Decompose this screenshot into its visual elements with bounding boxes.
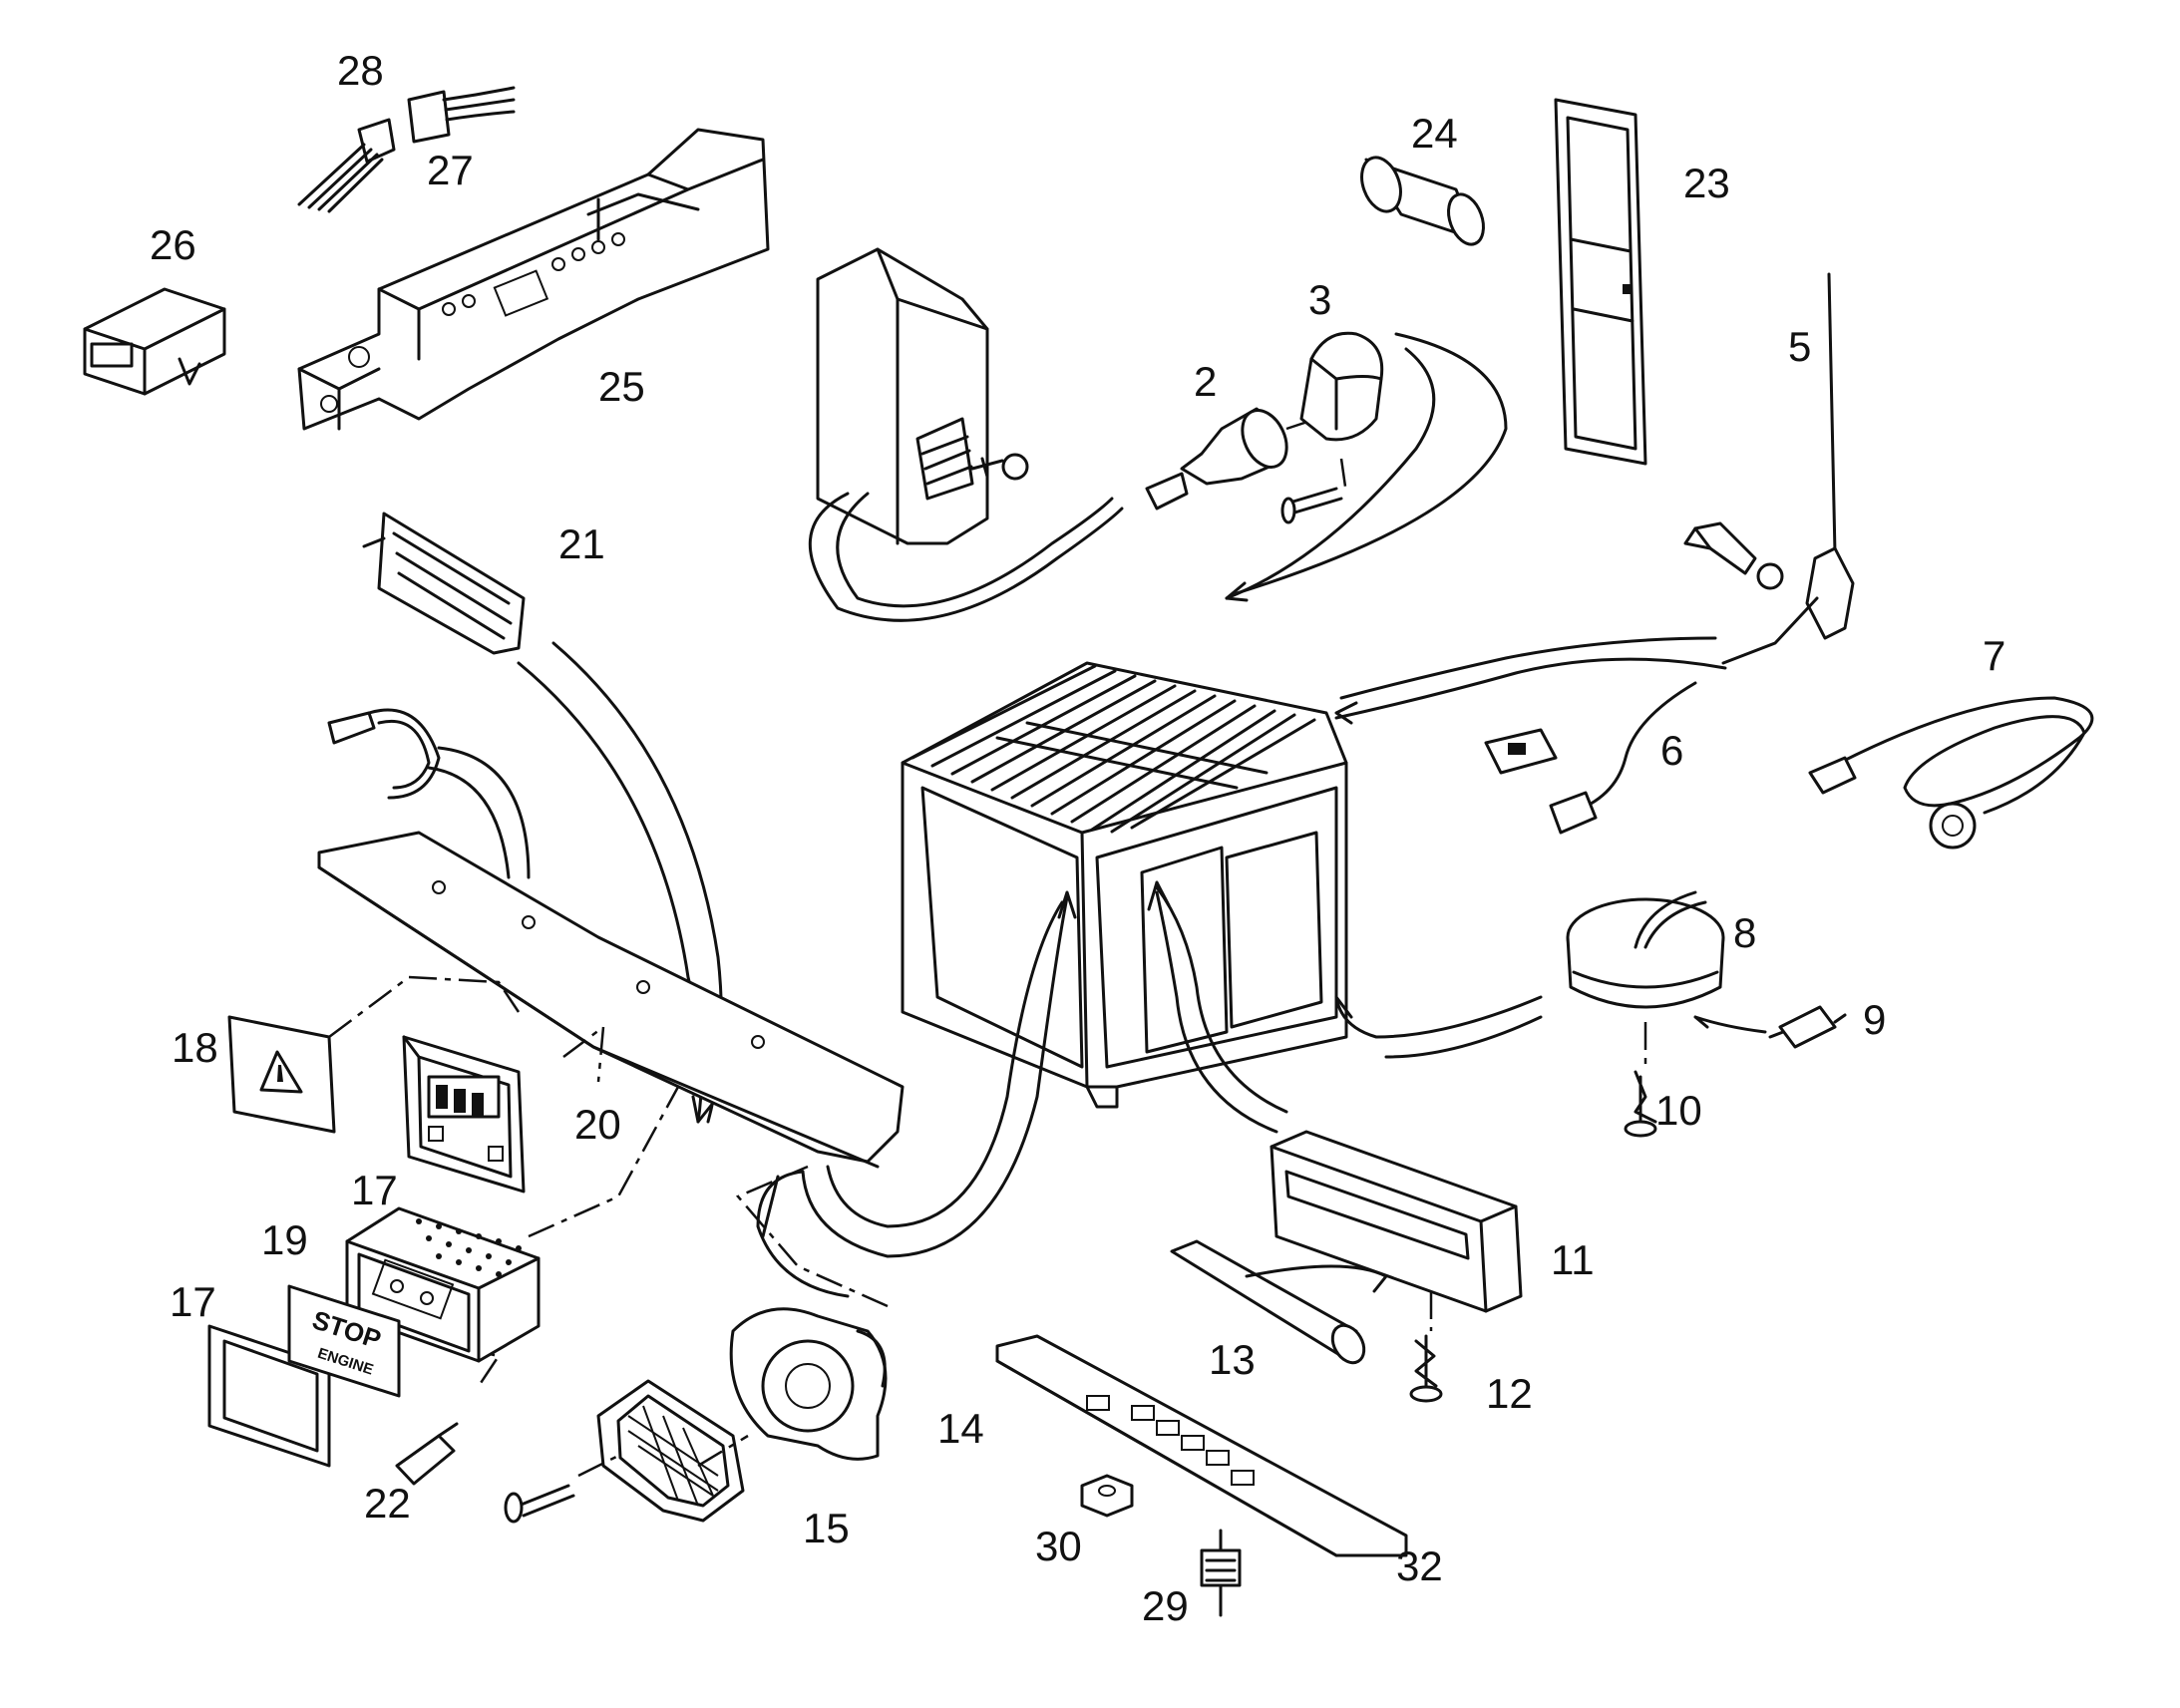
part-18-warning-plate: [227, 1015, 336, 1134]
callout-14: 14: [937, 1405, 984, 1452]
callout-22: 22: [364, 1480, 411, 1527]
callout-9: 9: [1863, 996, 1886, 1043]
callout-17-bottom: 17: [170, 1278, 216, 1325]
part-27-connector: [407, 86, 516, 144]
callout-27: 27: [427, 147, 474, 193]
part-30-nut: [1080, 1474, 1134, 1518]
part-32-strip: [995, 1334, 1408, 1557]
part-15-speaker: [697, 1307, 888, 1468]
part-26-relay: [83, 287, 226, 396]
part-28-connector: [297, 118, 396, 213]
callout-15: 15: [803, 1505, 850, 1551]
part-3-cover: [1280, 331, 1384, 524]
part-7-cable: [1808, 696, 2094, 850]
callout-20: 20: [574, 1101, 621, 1148]
heater-housing: [808, 247, 1124, 622]
main-dash-panel: [317, 831, 905, 1169]
part-15-speaker-grille: [504, 1379, 745, 1524]
callout-19: 19: [261, 1216, 308, 1263]
callout-8: 8: [1733, 909, 1756, 956]
part-25-console: [297, 128, 770, 431]
callout-28: 28: [337, 47, 384, 94]
callout-25: 25: [598, 363, 645, 410]
callout-30: 30: [1035, 1523, 1082, 1569]
stop-engine-plate: STOP ENGINE: [287, 1284, 401, 1398]
part-24-roll: [1360, 156, 1485, 246]
part-21-bracket: [362, 512, 526, 655]
part-8-beacon: [1566, 890, 1725, 1072]
arrow-top-center: [1225, 332, 1508, 602]
callout-32: 32: [1396, 1542, 1443, 1589]
part-10-screw: [1624, 1070, 1657, 1138]
part-5-antenna: [1334, 272, 1855, 725]
callout-3: 3: [1308, 276, 1331, 323]
part-22-bulb: [395, 1422, 459, 1486]
callout-12: 12: [1486, 1370, 1533, 1417]
part-9-bulb: [1693, 1005, 1847, 1049]
part-2-nozzle: [1145, 407, 1317, 511]
callout-29: 29: [1142, 1582, 1189, 1629]
callout-23: 23: [1683, 160, 1730, 206]
callout-2: 2: [1194, 358, 1217, 405]
part-20-display: [402, 1035, 526, 1194]
callout-13: 13: [1209, 1336, 1256, 1383]
part-29-bolt: [1200, 1529, 1242, 1617]
curved-strip: [327, 708, 531, 879]
callout-10: 10: [1655, 1087, 1702, 1134]
callout-26: 26: [150, 221, 196, 268]
part-12-screw: [1409, 1334, 1443, 1403]
part-23-window-frame: [1554, 98, 1647, 466]
callout-6: 6: [1660, 727, 1683, 774]
callout-labels: 28 27 26 25 24 23 3 2 5 21 7 6 8 9 10 18…: [150, 47, 2005, 1629]
part-11-light-bar: [1270, 1130, 1523, 1331]
arrow-lower-center: [1147, 880, 1288, 1134]
arrow-lower-left: [756, 890, 1077, 1298]
callout-24: 24: [1411, 110, 1458, 157]
callout-11: 11: [1551, 1236, 1595, 1283]
callout-7: 7: [1983, 632, 2005, 679]
callout-21: 21: [558, 520, 605, 567]
arrow-right-8: [1334, 995, 1543, 1059]
callout-5: 5: [1788, 323, 1811, 370]
part-13-tube: [1170, 1239, 1388, 1365]
part-6-cable: [1484, 681, 1697, 835]
cab-frame: [901, 661, 1348, 1109]
callout-17-top: 17: [351, 1167, 398, 1213]
callout-18: 18: [172, 1024, 218, 1071]
